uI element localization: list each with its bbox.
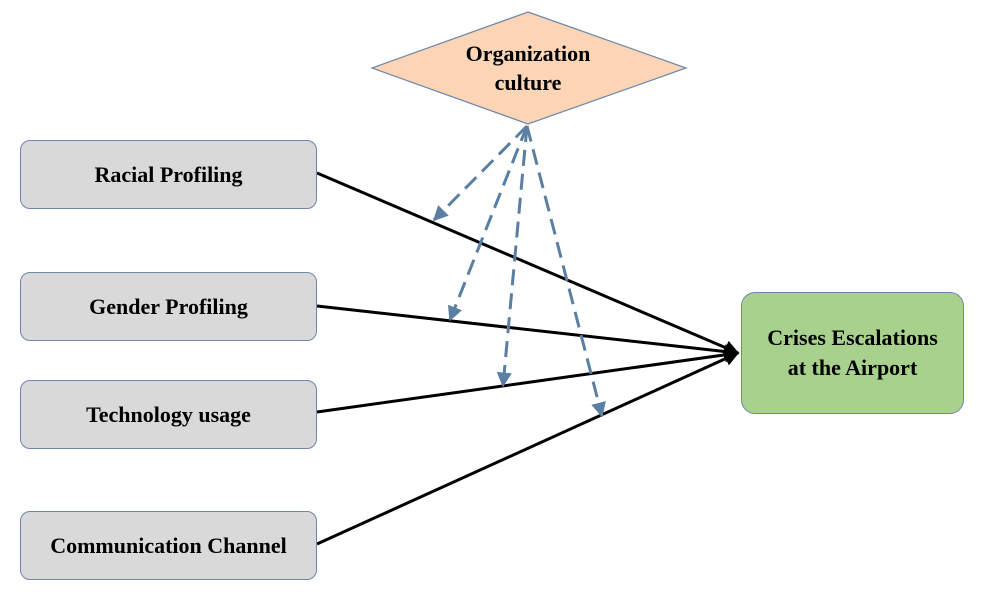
input-label-racial-profiling: Racial Profiling	[94, 161, 243, 187]
moderator-label-line-1: Organization	[465, 41, 591, 66]
input-box-technology-usage: Technology usage	[20, 380, 317, 449]
input-label-communication-channel: Communication Channel	[50, 532, 287, 558]
moderating-arrow-racial	[432, 124, 529, 222]
moderator-diamond	[370, 11, 688, 125]
output-label-line-2: at the Airport	[787, 355, 918, 380]
moderating-arrow-communication	[525, 125, 606, 418]
arrow-gender-to-crises	[316, 304, 740, 359]
arrow-communication-to-crises	[316, 351, 740, 546]
input-box-racial-profiling: Racial Profiling	[20, 140, 317, 209]
output-box-crises-escalations: Crises Escalations at the Airport	[741, 292, 964, 414]
input-label-technology-usage: Technology usage	[86, 401, 251, 427]
input-box-gender-profiling: Gender Profiling	[20, 272, 317, 341]
moderating-arrow-technology	[496, 125, 529, 388]
moderator-label: Organization culture	[428, 39, 628, 97]
moderator-label-line-2: culture	[494, 70, 562, 95]
arrow-technology-to-crises	[316, 347, 740, 414]
arrow-racial-to-crises	[316, 171, 740, 355]
moderating-arrow-gender	[448, 125, 529, 322]
input-label-gender-profiling: Gender Profiling	[89, 293, 248, 319]
output-label-line-1: Crises Escalations	[767, 325, 938, 350]
input-box-communication-channel: Communication Channel	[20, 511, 317, 580]
